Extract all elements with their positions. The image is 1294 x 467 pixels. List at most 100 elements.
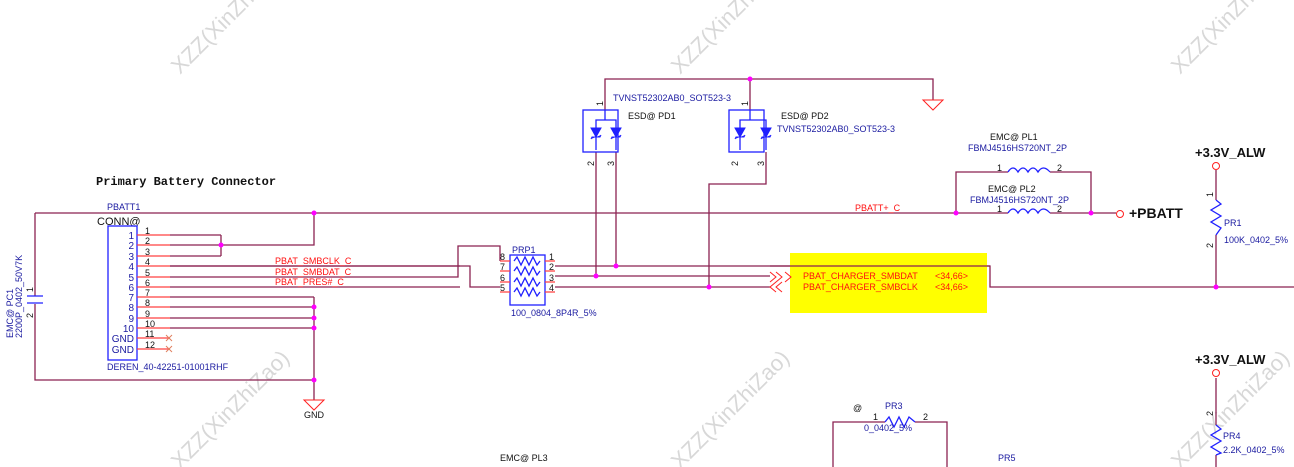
resistor-value: 100K_0402_5% — [1224, 235, 1288, 245]
pin-number: 11 — [145, 329, 154, 339]
pin-number: 1 — [1205, 192, 1215, 197]
inductor-pl2[interactable]: EMC@ PL2 FBMJ4516HS720NT_2P 1 2 — [970, 184, 1069, 215]
pin-number: 2 — [586, 161, 596, 166]
pin-number: 2 — [730, 161, 740, 166]
resistor-pr1[interactable]: PR1 100K_0402_5% 1 2 — [1205, 192, 1288, 248]
tvs-diode-icon — [590, 127, 602, 140]
pin-number: 1 — [997, 204, 1002, 214]
no-connect-icon — [165, 345, 173, 353]
pin-number: 3 — [145, 247, 150, 257]
inductor-ref: EMC@ PL1 — [990, 132, 1038, 142]
offpage-smbdat: PBAT_CHARGER_SMBDAT — [803, 271, 918, 281]
net-label-smbclk: PBAT_SMBCLK_C — [275, 256, 352, 266]
offpage-connectors[interactable]: PBAT_CHARGER_SMBDAT <34,66> PBAT_CHARGER… — [769, 253, 990, 313]
rpack-ref: PRP1 — [512, 245, 536, 255]
pin-number: 1 — [997, 163, 1002, 173]
resistor-option: @ — [853, 403, 862, 413]
pin-number: 12 — [145, 340, 155, 350]
rail-3v3-alw: +3.3V_ALW — [1195, 145, 1266, 160]
pin-number: 2 — [1205, 243, 1215, 248]
pin-number: 3 — [606, 161, 616, 166]
pin-number: 6 — [500, 273, 505, 283]
esd-ref: ESD@ PD2 — [781, 111, 829, 121]
connector-option: CONN@ — [97, 216, 141, 228]
net-label-smbdat: PBAT_SMBDAT_C — [275, 267, 352, 277]
watermark: XZZ(XinZhiZao) — [1166, 0, 1294, 79]
inductor-pl1[interactable]: EMC@ PL1 FBMJ4516HS720NT_2P 1 2 — [968, 132, 1067, 174]
pin-number: 9 — [145, 309, 150, 319]
watermarks: XZZ(XinZhiZao) XZZ(XinZhiZao) XZZ(XinZhi… — [166, 0, 1294, 467]
connector-pin-label: 3 — [128, 252, 134, 263]
pin-number: 2 — [923, 412, 928, 422]
pin-number: 5 — [145, 268, 150, 278]
esd-body — [728, 109, 765, 153]
connector-pin-label: 6 — [128, 283, 134, 294]
gnd-symbol — [921, 99, 945, 111]
net-label-pres: PBAT_PRES#_C — [275, 277, 344, 287]
pin-number: 2 — [1205, 411, 1215, 416]
offpage-pages: <34,66> — [935, 282, 968, 292]
connector-body — [107, 225, 138, 361]
resistor-ref: PR4 — [1223, 431, 1241, 441]
inductor-part: FBMJ4516HS720NT_2P — [968, 143, 1067, 153]
resistor-zigzag — [1209, 424, 1223, 456]
connector-pin-label: 1 — [128, 231, 134, 242]
pin-number: 5 — [500, 283, 505, 293]
pin-number: 2 — [1057, 204, 1062, 214]
connector-pin-label: 5 — [128, 273, 134, 284]
pin-number: 1 — [145, 226, 150, 236]
pin-number: 4 — [549, 283, 554, 293]
rail-pbatt: +PBATT — [1129, 205, 1183, 221]
pin-number: 3 — [756, 161, 766, 166]
pin-number: 1 — [595, 101, 605, 106]
resistor-value: 0_0402_5% — [864, 423, 912, 433]
pin-number: 2 — [1057, 163, 1062, 173]
capacitor-pc1[interactable]: EMC@ PC1 2200P_0402_50V7K 1 2 — [5, 255, 43, 338]
esd-part: TVNST52302AB0_SOT523-3 — [777, 124, 895, 134]
pin-number: 1 — [25, 287, 35, 292]
connector-pin-label: 4 — [128, 262, 134, 273]
connector-pin-label: 8 — [128, 303, 134, 314]
resistor-value: 2.2K_0402_5% — [1223, 445, 1285, 455]
resistor-ref: PR1 — [1224, 218, 1242, 228]
resistor-pr4[interactable]: PR4 2.2K_0402_5% 2 — [1205, 411, 1285, 456]
tvs-diode-icon — [610, 127, 622, 140]
connector-pin-label: 10 — [123, 324, 135, 335]
rpack-value: 100_0804_8P4R_5% — [511, 308, 597, 318]
gnd-symbol: GND — [302, 399, 326, 420]
watermark: XZZ(XinZhiZao) — [666, 0, 794, 79]
pin-number: 7 — [500, 262, 505, 272]
power-port — [1212, 369, 1220, 377]
resistor-zigzag — [513, 255, 541, 267]
offpage-pages: <34,66> — [935, 271, 968, 281]
junctions — [218, 76, 1219, 383]
capacitor-value: 2200P_0402_50V7K — [14, 255, 24, 338]
rail-3v3-alw: +3.3V_ALW — [1195, 352, 1266, 367]
net-label-pbatt-c: PBATT+_C — [855, 203, 901, 213]
power-port — [1212, 162, 1220, 170]
pin-number: 6 — [145, 278, 150, 288]
tvs-diode-icon — [734, 127, 746, 140]
resistor-pr3[interactable]: @ PR3 1 2 0_0402_5% — [853, 401, 928, 433]
pin-number: 1 — [549, 252, 554, 262]
wires — [34, 78, 1294, 467]
pin-number: 8 — [500, 252, 505, 262]
resistor-zigzag — [513, 286, 541, 298]
connector-pin-label: 9 — [128, 314, 134, 325]
pin-number: 2 — [25, 313, 35, 318]
pin-number: 4 — [145, 257, 150, 267]
resistor-zigzag — [884, 415, 916, 429]
pin-number: 2 — [549, 262, 554, 272]
pin-number: 10 — [145, 319, 155, 329]
section-title: Primary Battery Connector — [96, 175, 276, 189]
gnd-label: GND — [304, 410, 325, 420]
tvs-diode-icon — [760, 127, 772, 140]
resistor-ref: PR3 — [885, 401, 903, 411]
highlight-box — [790, 253, 987, 313]
connector-ref: PBATT1 — [107, 202, 140, 212]
